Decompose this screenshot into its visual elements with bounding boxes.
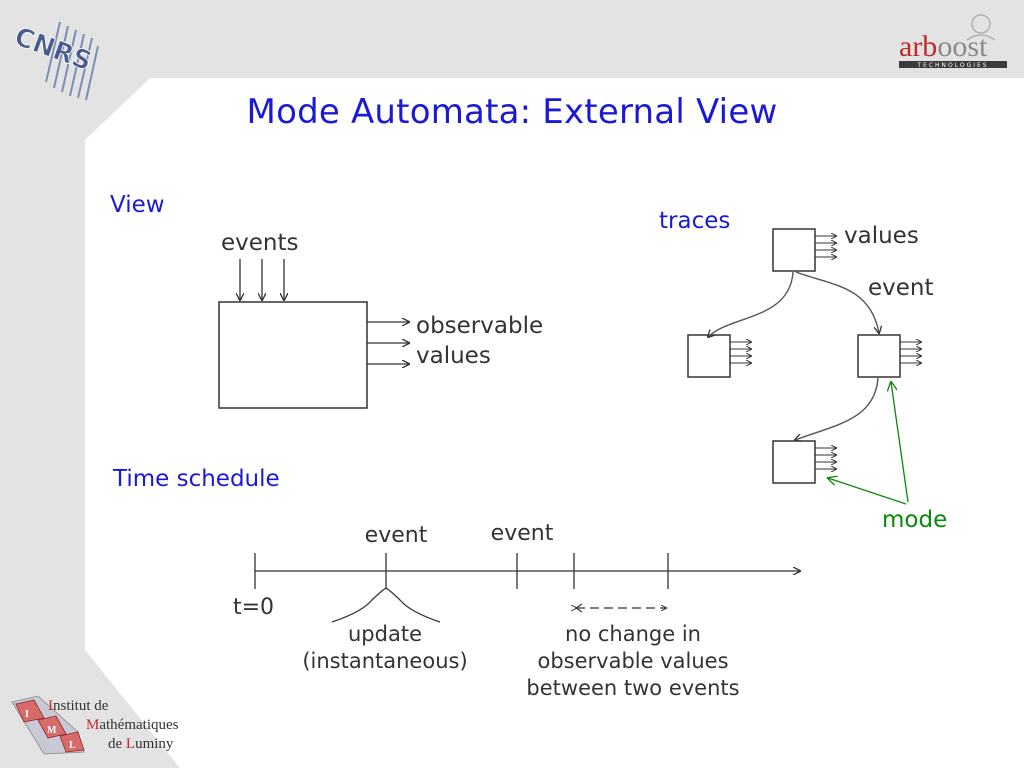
- values-text: values: [416, 343, 491, 369]
- t0-label: t=0: [233, 595, 274, 620]
- trace-output-ticks: [730, 342, 751, 363]
- traces-diagram: values event: [687, 223, 934, 505]
- update-brace: [331, 587, 441, 623]
- svg-text:de Luminy: de Luminy: [108, 736, 174, 752]
- mode-label: mode: [882, 507, 948, 533]
- system-box: [218, 301, 368, 409]
- trace-output-ticks: [815, 448, 836, 469]
- events-text: events: [221, 230, 299, 256]
- trace-state-box: [857, 334, 901, 378]
- timeline-diagram: event event t=0 update (instantaneous) n…: [233, 521, 800, 700]
- svg-text:arboost: arboost: [899, 30, 988, 63]
- view-label: View: [110, 192, 165, 218]
- trace-transition-arrow: [708, 271, 794, 337]
- svg-text:I: I: [25, 709, 29, 720]
- event-label: event: [491, 521, 554, 546]
- traces-label: traces: [659, 208, 731, 234]
- no-change-text: no change in: [565, 622, 701, 646]
- slide-title: Mode Automata: External View: [246, 92, 778, 132]
- mode-arrow: [891, 382, 909, 503]
- trace-event-text: event: [868, 275, 934, 301]
- event-label: event: [365, 523, 428, 548]
- observable-values-text: observable values: [537, 649, 728, 673]
- between-events-text: between two events: [526, 676, 739, 700]
- trace-state-box: [772, 228, 816, 272]
- iml-logo: I M L Institut de Mathématiques de Lumin…: [11, 695, 179, 755]
- svg-text:TECHNOLOGIES: TECHNOLOGIES: [916, 62, 988, 69]
- observable-text: observable: [416, 313, 543, 339]
- update-text: update: [348, 622, 422, 646]
- trace-output-ticks: [815, 236, 836, 257]
- trace-state-box: [772, 440, 816, 484]
- trace-state-box: [687, 334, 731, 378]
- instantaneous-text: (instantaneous): [302, 649, 467, 673]
- svg-text:Mathématiques: Mathématiques: [86, 717, 179, 733]
- svg-text:Institut de: Institut de: [48, 698, 109, 714]
- time-schedule-label: Time schedule: [113, 466, 280, 492]
- cnrs-logo: CNRS: [10, 21, 99, 101]
- trace-transition-arrow: [795, 271, 879, 333]
- svg-text:L: L: [69, 740, 76, 751]
- trace-output-ticks: [900, 342, 921, 363]
- arboost-logo: arboost TECHNOLOGIES: [899, 14, 1007, 69]
- trace-values-text: values: [844, 223, 919, 249]
- trace-transition-arrow: [795, 377, 879, 440]
- view-diagram: events observable values: [218, 230, 543, 409]
- mode-arrow: [828, 478, 907, 505]
- svg-text:M: M: [47, 725, 57, 736]
